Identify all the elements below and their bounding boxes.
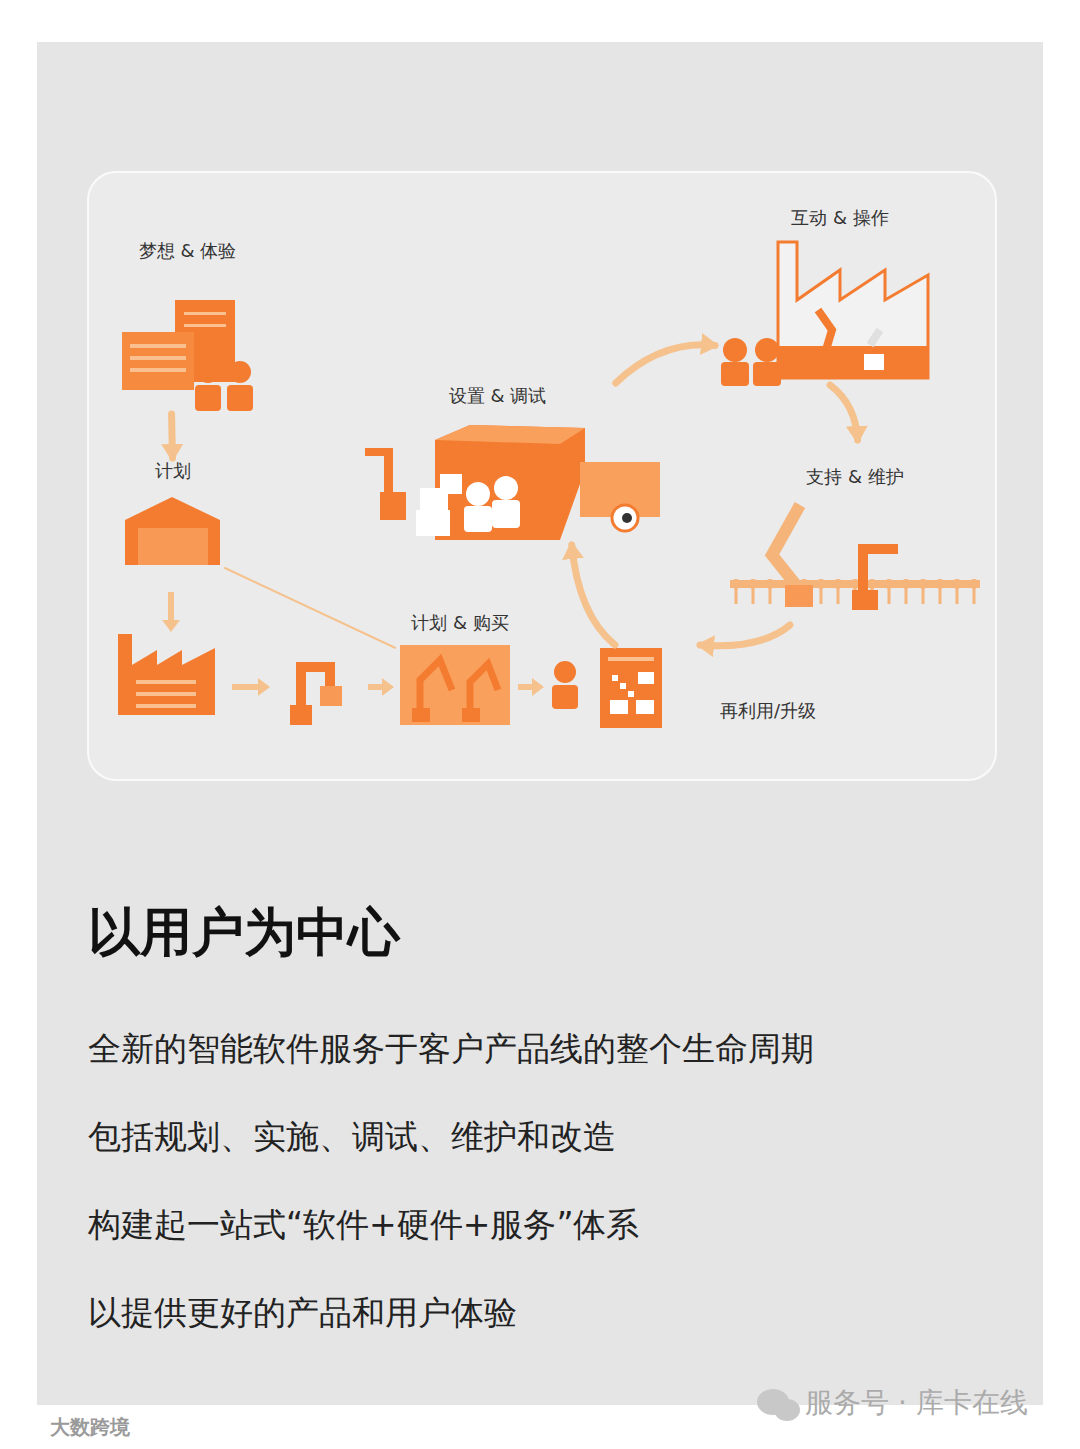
person-icon	[552, 661, 578, 709]
body-text: 以提供更好的产品和用户体验	[88, 1292, 517, 1334]
stage-node: 支持 & 维护	[725, 440, 985, 625]
card	[37, 42, 1043, 1405]
stage-node: 设置 & 调试	[360, 383, 635, 545]
body-text: 全新的智能软件服务于客户产品线的整个生命周期	[88, 1028, 814, 1070]
stage-node: 互动 & 操作	[715, 205, 965, 385]
big-factory-icon	[721, 242, 929, 386]
stage-node: 梦想 & 体验	[115, 236, 260, 414]
wechat-icon	[757, 1389, 800, 1421]
document-icon	[600, 648, 662, 728]
body-text: 包括规划、实施、调试、维护和改造	[88, 1116, 616, 1158]
flow-connector	[616, 345, 715, 383]
stage-label: 梦想 & 体验	[139, 240, 236, 262]
stage-label: 计划	[155, 460, 191, 482]
stage-label: 设置 & 调试	[449, 385, 546, 407]
flow-connector	[572, 545, 615, 645]
panel	[88, 172, 996, 780]
stage-label: 互动 & 操作	[791, 207, 888, 229]
truck-icon	[365, 425, 660, 540]
stage-node: 计划 & 购买	[395, 610, 525, 728]
stage-node: 计划	[120, 458, 225, 568]
title: 以用户为中心	[88, 900, 400, 964]
flow-connector	[700, 625, 790, 646]
body-text: 构建起一站式“软件+硬件+服务”体系	[88, 1204, 640, 1246]
planning-box-icon	[400, 645, 510, 725]
flow-connector	[225, 568, 395, 648]
support-line-icon	[730, 505, 980, 610]
buildings-icon	[122, 300, 253, 411]
stage-label: 再利用/升级	[720, 700, 816, 722]
warehouse-icon	[125, 497, 220, 565]
flow-connector	[168, 414, 176, 458]
stage-node: 再利用/升级	[595, 645, 830, 733]
robot-arm-icon	[290, 662, 342, 725]
watermark: 服务号 · 库卡在线	[805, 1386, 1028, 1420]
stage-label: 支持 & 维护	[806, 466, 903, 488]
factory-icon	[118, 634, 215, 715]
flow-connector	[830, 385, 858, 440]
watermark: 大数跨境	[50, 1414, 130, 1440]
stage-label: 计划 & 购买	[411, 612, 508, 634]
